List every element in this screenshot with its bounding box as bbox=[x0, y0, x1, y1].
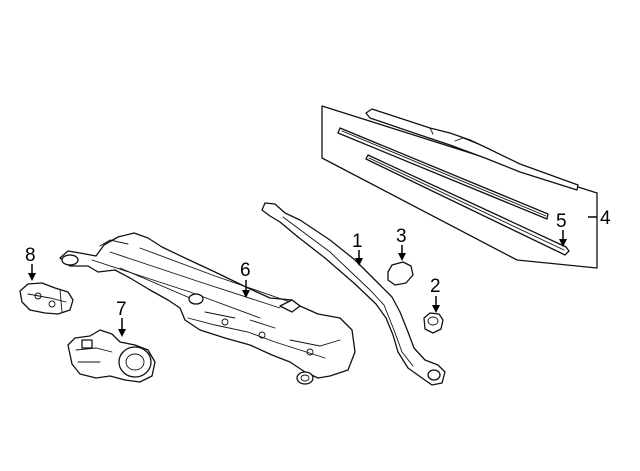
callout-2: 2 bbox=[430, 276, 441, 297]
motor-bracket bbox=[19, 282, 74, 315]
callout-4: 4 bbox=[600, 208, 611, 229]
wiper-motor bbox=[67, 329, 156, 383]
arm-cap-icon bbox=[387, 261, 414, 286]
wiper-linkage bbox=[59, 232, 356, 385]
wiper-blade-icon bbox=[365, 108, 579, 191]
callout-7: 7 bbox=[116, 299, 127, 320]
callout-5: 5 bbox=[556, 211, 567, 232]
blade-insert-icon bbox=[365, 154, 570, 256]
blade-assembly-panel bbox=[321, 105, 598, 269]
callout-8: 8 bbox=[25, 245, 36, 266]
callout-3: 3 bbox=[396, 226, 407, 247]
callout-1: 1 bbox=[352, 231, 363, 252]
nut-icon bbox=[423, 312, 444, 334]
wiper-arm bbox=[261, 202, 446, 386]
leader-lines bbox=[28, 230, 567, 337]
callout-6: 6 bbox=[240, 260, 251, 281]
